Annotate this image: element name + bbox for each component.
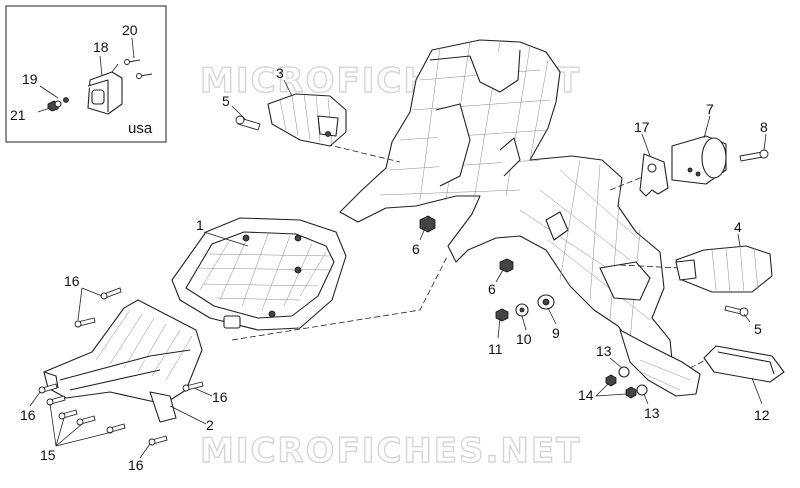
part-14-nut-lower bbox=[625, 386, 637, 399]
part-6-nut-upper bbox=[419, 215, 436, 233]
callout-11: 11 bbox=[488, 341, 503, 357]
part-21-washer bbox=[54, 100, 62, 108]
usa-inset: 18 20 19 21 usa bbox=[5, 5, 167, 143]
callout-10: 10 bbox=[516, 331, 532, 347]
callout-2: 2 bbox=[206, 417, 214, 433]
part-2-tail-lamp-holder bbox=[43, 299, 203, 423]
callout-1: 1 bbox=[196, 217, 204, 233]
callout-7: 7 bbox=[706, 101, 714, 117]
part-17-bracket bbox=[639, 153, 669, 197]
part-16-screws bbox=[38, 287, 204, 446]
part-7-license-plate-light bbox=[671, 135, 727, 185]
part-18-license-light-bracket bbox=[87, 63, 123, 115]
callout-18: 18 bbox=[93, 39, 109, 55]
callout-8: 8 bbox=[760, 119, 768, 135]
callout-12: 12 bbox=[754, 407, 770, 423]
rear-fender-frame bbox=[231, 39, 723, 397]
callout-20: 20 bbox=[122, 22, 138, 38]
callout-9: 9 bbox=[552, 325, 560, 341]
callout-3: 3 bbox=[276, 65, 284, 81]
part-11-nut bbox=[495, 308, 509, 322]
callout-14: 14 bbox=[578, 387, 594, 403]
part-5-screw-top bbox=[235, 115, 261, 131]
callout-5-right: 5 bbox=[754, 321, 762, 337]
part-10-spacer bbox=[515, 303, 529, 317]
part-13-washer-upper bbox=[618, 366, 630, 378]
callout-16-top: 16 bbox=[64, 273, 80, 289]
watermark-bottom: MICROFICHES.NET bbox=[200, 431, 581, 471]
callout-16-bottom: 16 bbox=[128, 457, 144, 473]
part-12-reflector bbox=[703, 345, 785, 383]
part-13-washer-lower bbox=[636, 384, 648, 396]
part-8-screw bbox=[739, 149, 769, 162]
callout-6-upper: 6 bbox=[412, 241, 420, 257]
part-6-nut-lower bbox=[499, 258, 514, 273]
callout-21: 21 bbox=[10, 107, 26, 123]
inset-tag-usa: usa bbox=[128, 120, 153, 137]
callout-19: 19 bbox=[22, 71, 38, 87]
part-5-screw-right bbox=[724, 305, 749, 317]
callout-16-left: 16 bbox=[20, 407, 36, 423]
part-20-screws bbox=[124, 59, 153, 79]
callout-13-upper: 13 bbox=[596, 343, 612, 359]
callout-15: 15 bbox=[40, 447, 56, 463]
part-1-tail-lamp bbox=[171, 217, 347, 331]
inset-frame bbox=[5, 5, 167, 143]
part-4-right-turn-light bbox=[675, 245, 773, 293]
callout-6-lower: 6 bbox=[488, 281, 496, 297]
callout-13-lower: 13 bbox=[644, 405, 660, 421]
callout-17: 17 bbox=[634, 119, 650, 135]
part-15-screws bbox=[46, 395, 126, 434]
part-14-nut-upper bbox=[605, 374, 617, 387]
part-9-grommet bbox=[537, 294, 555, 310]
callout-5-top: 5 bbox=[222, 93, 230, 109]
callout-4: 4 bbox=[734, 219, 742, 235]
leader-lines bbox=[29, 79, 767, 459]
callout-16-right: 16 bbox=[212, 389, 228, 405]
part-3-left-turn-light bbox=[267, 93, 347, 147]
